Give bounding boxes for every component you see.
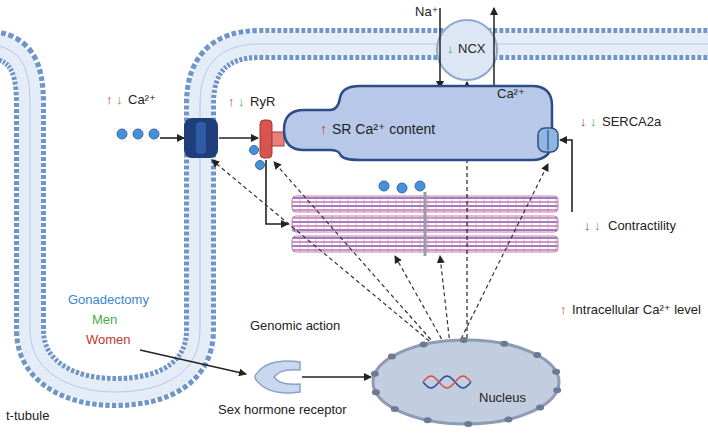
leader-arrow [140,350,246,374]
node-label: Sex hormone receptor [218,402,347,418]
ryr-receptor [260,120,284,158]
genomic-action-arrow [212,160,548,350]
nucleus-shape [371,338,561,426]
ion-label: Ca²⁺ [128,92,156,108]
influx-arrow [160,137,184,139]
change-arrow: ↓ [580,114,587,130]
l-type-channel [184,118,218,158]
hormone-receptor: Sex hormone receptor [250,356,302,398]
change-arrow: ↓ [116,92,123,108]
part-label: Contractility [608,218,676,234]
change-arrow: ↑ [560,302,567,318]
node-label: Nucleus [479,390,526,406]
change-arrow: ↓ [590,114,597,130]
note-label: Intracellular Ca²⁺ level [572,302,701,318]
change-arrow: ↓ [447,41,454,57]
hormone-receptor-shape [250,356,302,398]
group-label: Gonadectomy [68,292,149,308]
reuptake-arrow [560,140,572,212]
node-label: NCX [458,41,485,57]
ion-label: Na⁺ [415,4,438,20]
trigger-arrow [219,137,258,139]
change-arrow: ↑ [320,121,327,137]
change-arrow: ↑ [106,92,113,108]
part-label: t-tubule [6,408,49,424]
group-label: Women [86,332,131,348]
group-label: Men [92,312,117,328]
change-arrow: ↓ [594,218,601,234]
ncx-exchanger: ↓NCX [435,18,499,82]
nucleus: Nucleus [371,338,561,426]
change-arrow: ↓ [584,218,591,234]
part-label: SERCA2a [602,114,661,130]
change-arrow: ↑ [228,94,235,110]
ion-label: Ca²⁺ [497,86,525,102]
change-arrow: ↓ [238,94,245,110]
cell-membrane [0,44,708,392]
node-label: SR Ca²⁺ content [332,121,435,137]
part-label: RyR [250,94,275,110]
process-label: Genomic action [250,318,340,334]
connector-arrow [302,376,371,378]
